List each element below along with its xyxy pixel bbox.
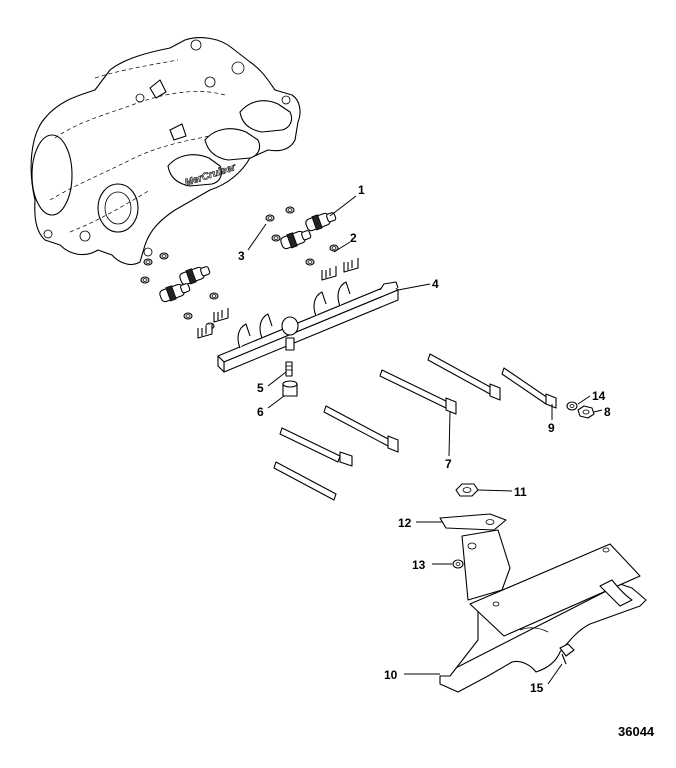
figure-number: 36044 xyxy=(618,724,655,739)
retainer-clips xyxy=(197,258,359,339)
callout-4: 4 xyxy=(432,277,439,291)
callout-labels: 1 2 3 4 5 6 7 8 9 10 11 12 13 14 15 xyxy=(238,183,611,695)
callout-2: 2 xyxy=(350,231,357,245)
mounting-bracket xyxy=(439,529,647,693)
clamp-plate xyxy=(439,513,507,531)
intake-manifold: MerCruiser xyxy=(30,37,301,265)
callout-7: 7 xyxy=(445,457,452,471)
fuel-rail xyxy=(217,281,399,373)
callout-6: 6 xyxy=(257,405,264,419)
schrader-valve xyxy=(285,361,293,377)
callout-5: 5 xyxy=(257,381,264,395)
washer xyxy=(566,401,578,411)
callout-15: 15 xyxy=(530,681,544,695)
fuel-rail-bolts xyxy=(273,353,557,501)
callout-9: 9 xyxy=(548,421,555,435)
callout-12: 12 xyxy=(398,516,412,530)
callout-13: 13 xyxy=(412,558,426,572)
valve-cap xyxy=(282,380,298,397)
callout-8: 8 xyxy=(604,405,611,419)
callout-10: 10 xyxy=(384,668,398,682)
callout-14: 14 xyxy=(592,389,606,403)
callout-3: 3 xyxy=(238,249,245,263)
fuel-injector-group-lower xyxy=(159,266,211,303)
bracket-nut xyxy=(455,483,479,497)
callout-1: 1 xyxy=(358,183,365,197)
bracket-screw xyxy=(559,643,575,665)
leader-lines xyxy=(247,195,603,685)
nut xyxy=(577,405,595,419)
callout-11: 11 xyxy=(514,485,527,499)
fuel-injector-group-upper xyxy=(280,212,337,250)
spacer xyxy=(452,559,464,569)
